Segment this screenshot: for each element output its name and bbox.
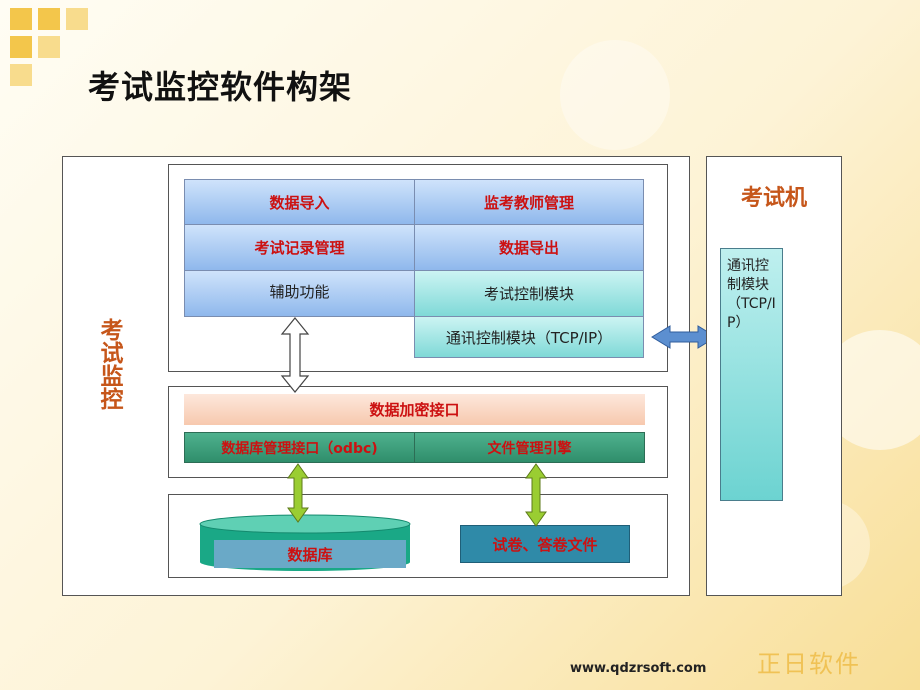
file-management-engine: 文件管理引擎 [414,432,645,463]
logo-square [38,8,60,30]
logo-square [10,8,32,30]
double-arrow-hollow [280,317,310,393]
database-label: 数据库 [214,540,406,568]
exam-control-module: 考试控制模块 [414,270,644,317]
data-import-module: 数据导入 [184,179,415,225]
comm-control-module: 通讯控制模块（TCP/IP） [414,316,644,358]
logo-square [10,36,32,58]
exam-machine-comm-module: 通讯控制模块（TCP/IP） [720,248,783,501]
encryption-interface: 数据加密接口 [184,394,645,425]
green-arrow-files [525,463,547,527]
page-title: 考试监控软件构架 [88,68,353,106]
data-export-module: 数据导出 [414,224,644,271]
auxiliary-function-module: 辅助功能 [184,270,415,317]
exam-machine-comm-label: 通讯控制模块（TCP/IP） [727,258,776,331]
logo-square [38,36,60,58]
exam-machine-title: 考试机 [740,186,807,211]
monitor-label: 考试监控 [96,318,122,410]
database-interface: 数据库管理接口（odbc) [184,432,415,463]
teacher-management-module: 监考教师管理 [414,179,644,225]
logo-square [10,64,32,86]
footer-url[interactable]: www.qdzrsoft.com [570,661,707,676]
logo-square [66,8,88,30]
papers-files: 试卷、答卷文件 [460,525,630,563]
background-circle [560,40,670,150]
brand-watermark: 正日软件 [757,650,861,678]
green-arrow-db [287,463,309,523]
